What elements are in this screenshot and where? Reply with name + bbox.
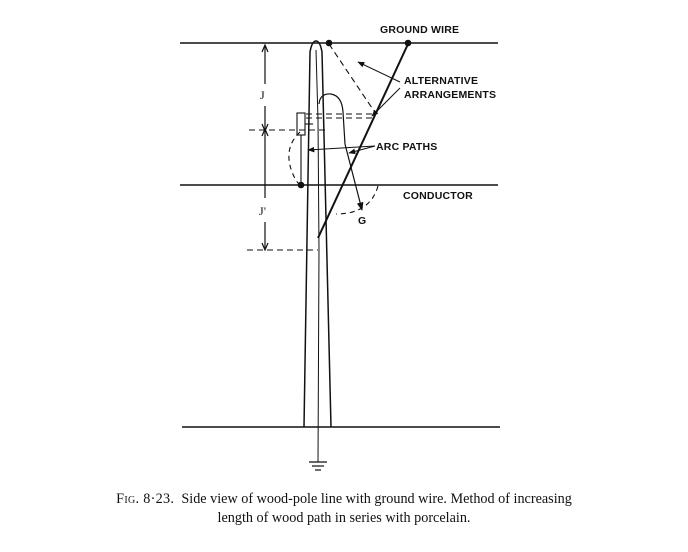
caption-text-1: Side view of wood-pole line with ground … (181, 491, 572, 507)
insulator-bracket (296, 112, 313, 183)
alternative-dashed-lead (328, 43, 377, 115)
figure-caption: Fig. 8·23. Side view of wood-pole line w… (0, 490, 688, 528)
leader-arc-paths-1 (307, 145, 376, 153)
label-ground-wire: GROUND WIRE (380, 24, 459, 36)
wood-pole-line-diagram: GROUND WIRE ALTERNATIVE ARRANGEMENTS ARC… (180, 24, 500, 471)
label-g: G (358, 215, 366, 227)
pole-ground-lead (315, 49, 320, 463)
arc-path-solid (318, 93, 364, 211)
dimension-line-j (261, 43, 269, 252)
label-alternative: ALTERNATIVE (404, 75, 478, 87)
ground-symbol-icon (309, 461, 327, 471)
arc-path-g (335, 185, 379, 215)
caption-line-1: Fig. 8·23. Side view of wood-pole line w… (0, 490, 688, 509)
dimension-extension-lines (247, 113, 375, 251)
conductor-attach-dot (297, 181, 305, 189)
figure-number: Fig. 8·23. (116, 491, 175, 507)
diagonal-ground-lead (317, 43, 409, 239)
leader-arc-paths-2 (348, 145, 376, 155)
label-arc-paths: ARC PATHS (376, 141, 438, 153)
wood-pole (303, 40, 332, 428)
pole-top-dot (325, 39, 333, 47)
arc-path-left (288, 131, 302, 187)
label-arrangements: ARRANGEMENTS (404, 89, 496, 101)
caption-line-2: length of wood path in series with porce… (217, 510, 471, 526)
label-j-prime: J' (259, 204, 266, 218)
label-j: J (260, 88, 265, 102)
label-conductor: CONDUCTOR (403, 190, 473, 202)
leader-alternative-1 (357, 61, 401, 83)
leader-alternative-2 (371, 87, 401, 117)
ground-wire-attach-dot (404, 39, 412, 47)
